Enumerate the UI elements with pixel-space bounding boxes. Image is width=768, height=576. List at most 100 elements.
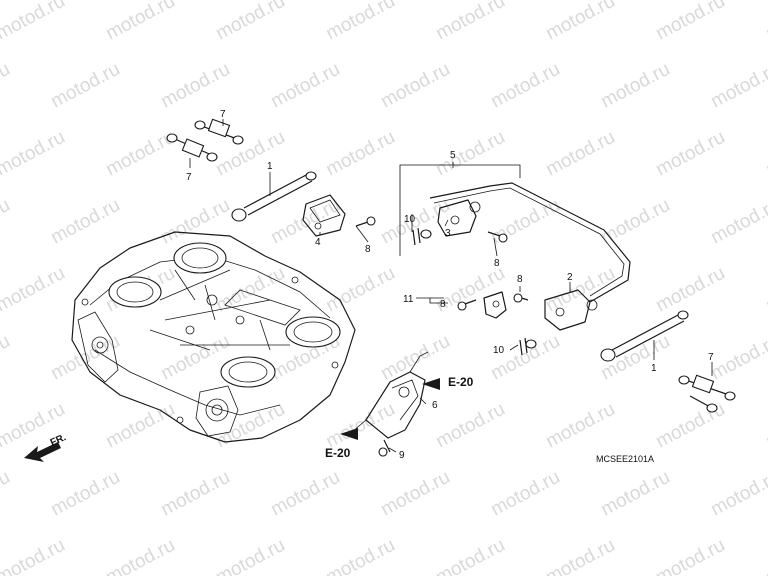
watermark-text: motod.ru [0, 535, 69, 576]
watermark-text: motod.ru [322, 263, 398, 317]
callout-6: 6 [432, 400, 438, 411]
watermark-text: motod.ru [432, 0, 508, 44]
callout-7-right: 7 [708, 352, 714, 363]
callout-3: 3 [445, 228, 451, 239]
callout-10-upper: 10 [404, 214, 416, 225]
bolt-8-b [487, 231, 508, 243]
watermark-text: motod.ru [322, 535, 398, 576]
watermark-text: motod.ru [47, 195, 123, 249]
watermark-text: motod.ru [212, 535, 288, 576]
watermark-text: motod.ru [212, 0, 288, 44]
callout-8-c: 8 [517, 274, 523, 285]
watermark-text: motod.ru [0, 467, 14, 521]
watermark-text: motod.ru [762, 263, 768, 317]
throttle-body-assembly [71, 231, 356, 443]
watermark-text: motod.ru [652, 127, 728, 181]
watermark-text: motod.ru [322, 127, 398, 181]
watermark-text: motod.ru [707, 331, 768, 385]
ref-e20-lower: E-20 [325, 446, 351, 460]
watermark-text: motod.ru [707, 59, 768, 113]
watermark-text: motod.ru [432, 127, 508, 181]
watermark-text: motod.ru [707, 195, 768, 249]
callout-2: 2 [567, 272, 573, 283]
watermark-text: motod.ru [762, 535, 768, 576]
watermark-text: motod.ru [487, 467, 563, 521]
watermark-text: motod.ru [542, 263, 618, 317]
watermark-text: motod.ru [542, 127, 618, 181]
sensor-unit-6 [351, 351, 429, 439]
plate-4 [302, 194, 346, 237]
arrow-e20-lower [340, 428, 358, 440]
injector-7-b [166, 133, 218, 162]
watermark-text: motod.ru [322, 399, 398, 453]
watermark-text: motod.ru [0, 263, 69, 317]
watermark-text: motod.ru [542, 399, 618, 453]
watermark-text: motod.ru [432, 535, 508, 576]
callout-8-a: 8 [365, 244, 371, 255]
watermark-text: motod.ru [157, 59, 233, 113]
callout-4: 4 [315, 237, 321, 248]
watermark-text: motod.ru [542, 0, 618, 44]
callout-8-d: 8 [440, 299, 446, 310]
watermark-text: motod.ru [0, 331, 14, 385]
watermark-text: motod.ru [652, 535, 728, 576]
callout-11: 11 [403, 294, 414, 305]
watermark-text: motod.ru [597, 59, 673, 113]
throttle-bore-4 [220, 356, 276, 388]
watermark-text: motod.ru [597, 467, 673, 521]
watermark-text: motod.ru [157, 467, 233, 521]
bolt-8-a [355, 216, 376, 227]
diagram-code: MCSEE2101A [596, 454, 654, 464]
watermark-text: motod.ru [102, 0, 178, 44]
watermark-text: motod.ru [267, 59, 343, 113]
callout-5: 5 [450, 150, 456, 161]
watermark-text: motod.ru [267, 467, 343, 521]
watermark-text: motod.ru [102, 127, 178, 181]
watermark-text: motod.ru [47, 59, 123, 113]
watermark-text: motod.ru [212, 263, 288, 317]
watermark-text: motod.ru [102, 535, 178, 576]
callout-9: 9 [399, 450, 405, 461]
watermark-text: motod.ru [652, 0, 728, 44]
callout-7-top: 7 [220, 109, 226, 120]
watermark-text: motod.ru [0, 0, 69, 44]
callout-1-lower: 1 [651, 363, 657, 374]
rod-1-lower [600, 310, 689, 362]
watermark-text: motod.ru [762, 399, 768, 453]
front-arrow-icon [24, 442, 61, 462]
watermark-text: motod.ru [762, 127, 768, 181]
rod-1-upper [231, 171, 317, 222]
watermark-text: motod.ru [597, 195, 673, 249]
callouts: 1 1 2 3 4 5 6 7 7 7 8 8 8 8 9 10 10 11 [186, 109, 714, 461]
watermark-text: motod.ru [762, 0, 768, 44]
bracket-rod-5 [429, 182, 631, 303]
leader-lines [189, 119, 713, 453]
throttle-bore-3 [285, 316, 341, 348]
watermark-text: motod.ru [0, 195, 14, 249]
holder-2 [544, 289, 591, 331]
watermark-text: motod.ru [47, 467, 123, 521]
watermark-text: motod.ru [0, 127, 69, 181]
bolt-8-c [513, 293, 529, 303]
watermark-text: motod.ru [652, 263, 728, 317]
watermark-text: motod.ru [432, 399, 508, 453]
callout-8-b: 8 [494, 258, 500, 269]
injector-7-a [194, 118, 244, 145]
bracket-5-group [399, 164, 631, 356]
watermark-text: motod.ru [157, 195, 233, 249]
watermark-text: motod.ru [212, 399, 288, 453]
watermark-text: motod.ru [707, 467, 768, 521]
watermark-text: motod.ru [377, 59, 453, 113]
watermark-text: motod.ru [102, 399, 178, 453]
injector-7-c [678, 374, 736, 413]
watermark-text: motod.ru [377, 331, 453, 385]
watermark-text: motod.ru [377, 467, 453, 521]
holder-3 [437, 199, 477, 237]
link-11 [483, 291, 507, 319]
arrow-e20-upper [422, 378, 440, 390]
callout-1-upper: 1 [267, 161, 273, 172]
throttle-bore-1 [108, 276, 162, 308]
clip-10-upper [412, 227, 421, 246]
watermark-text: motod.ru [0, 59, 14, 113]
